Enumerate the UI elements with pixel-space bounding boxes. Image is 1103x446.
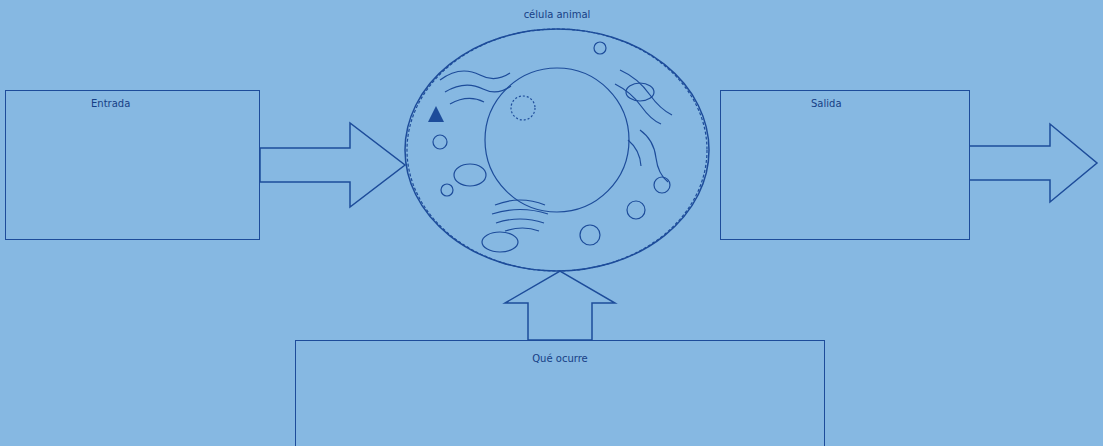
box-label: Salida — [811, 98, 959, 110]
golgi-apparatus — [492, 200, 548, 231]
nucleolus — [511, 96, 535, 120]
vacuole — [580, 225, 600, 245]
box-label: Entrada — [91, 98, 249, 110]
input-box: Entrada — [5, 90, 260, 240]
vacuole — [433, 135, 447, 149]
box-label: Qué ocurre — [306, 353, 814, 365]
cell-outline: célula animal — [405, 29, 709, 271]
endoplasmic-reticulum — [440, 71, 511, 104]
output-box: Salida — [720, 90, 970, 240]
process-box: Qué ocurre — [295, 340, 825, 446]
mitochondrion — [482, 232, 518, 252]
vacuole — [441, 184, 453, 196]
cell-title: célula animal — [405, 9, 709, 21]
mitochondrion — [454, 164, 486, 186]
cell-membrane — [405, 29, 709, 271]
block-arrow — [505, 271, 615, 340]
mitochondrion — [626, 83, 654, 101]
cell-membrane-inner — [407, 29, 707, 271]
output-arrow — [970, 124, 1097, 202]
centriole — [428, 106, 444, 122]
vacuole — [627, 201, 645, 219]
nucleus — [485, 68, 629, 212]
vacuole — [654, 177, 670, 193]
cell-membrane-outer — [405, 29, 709, 271]
block-arrow — [260, 123, 405, 207]
endoplasmic-reticulum — [615, 70, 672, 182]
vacuole — [594, 42, 606, 54]
